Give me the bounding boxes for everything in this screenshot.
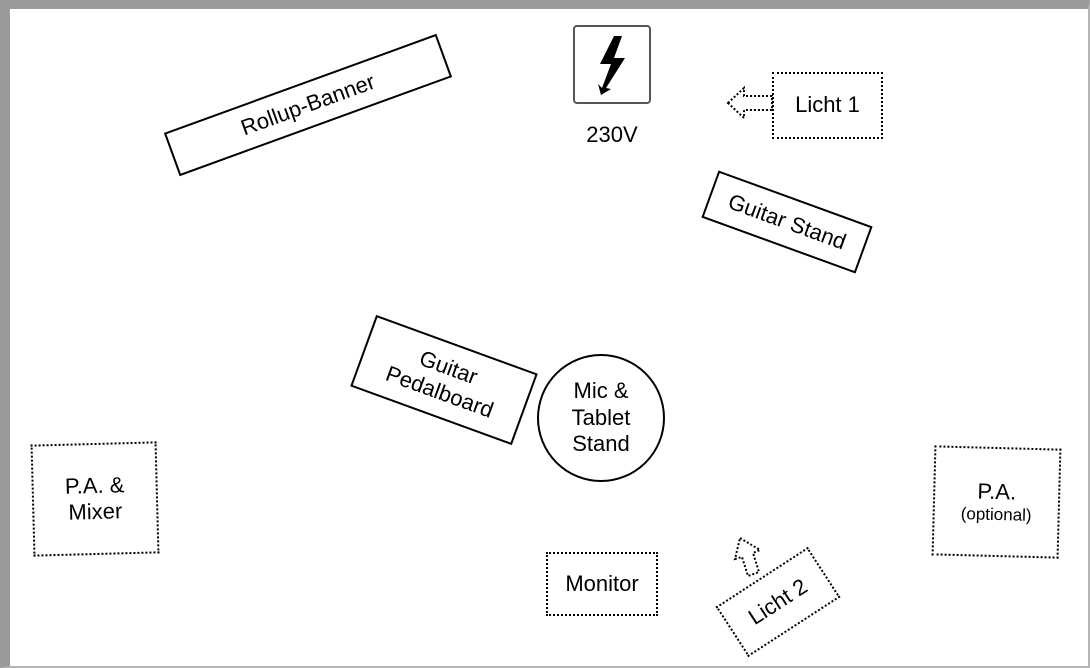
pa-optional-label-line2: (optional) [960, 504, 1032, 525]
mic-tablet-stand-label-line3: Stand [572, 431, 630, 457]
monitor-label: Monitor [565, 570, 639, 596]
power-outlet [573, 25, 651, 104]
light-1-direction-arrow [726, 85, 773, 121]
mic-tablet-stand-label-line1: Mic & [573, 378, 629, 404]
power-label: 230V [586, 122, 638, 147]
pa-mixer-label-line2: Mixer [68, 498, 123, 525]
pa-optional-label-line1: P.A. [977, 478, 1017, 505]
pa-optional: P.A. (optional) [931, 445, 1062, 559]
light-1-label: Licht 1 [795, 92, 860, 118]
monitor: Monitor [546, 552, 658, 616]
light-2-direction-arrow [733, 536, 763, 578]
pa-mixer-label-line1: P.A. & [64, 471, 125, 499]
pa-mixer: P.A. & Mixer [30, 441, 160, 557]
mic-tablet-stand: Mic & Tablet Stand [537, 354, 665, 482]
light-2-label: Licht 2 [743, 573, 812, 630]
light-1: Licht 1 [772, 72, 883, 139]
mic-tablet-stand-label-line2: Tablet [571, 404, 631, 430]
lightning-icon [598, 35, 625, 95]
